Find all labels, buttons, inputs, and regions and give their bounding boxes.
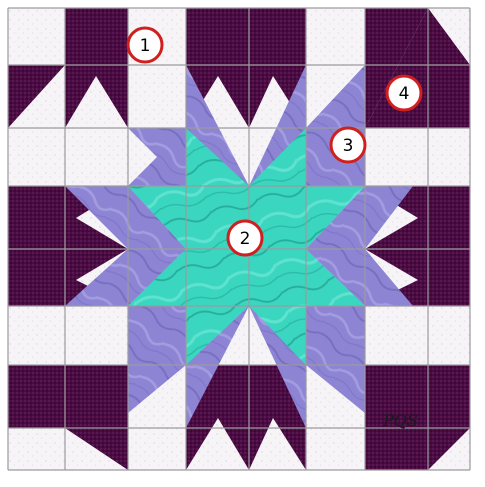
callout-3: 3 (331, 128, 365, 162)
callout-2-label: 2 (240, 229, 251, 249)
callout-1-label: 1 (140, 36, 151, 56)
callout-4: 4 (387, 76, 421, 110)
signature-mark: PQS (382, 411, 418, 430)
callout-2: 2 (228, 221, 262, 255)
callout-4-label: 4 (399, 84, 410, 104)
callout-1: 1 (128, 28, 162, 62)
callout-3-label: 3 (343, 136, 354, 156)
